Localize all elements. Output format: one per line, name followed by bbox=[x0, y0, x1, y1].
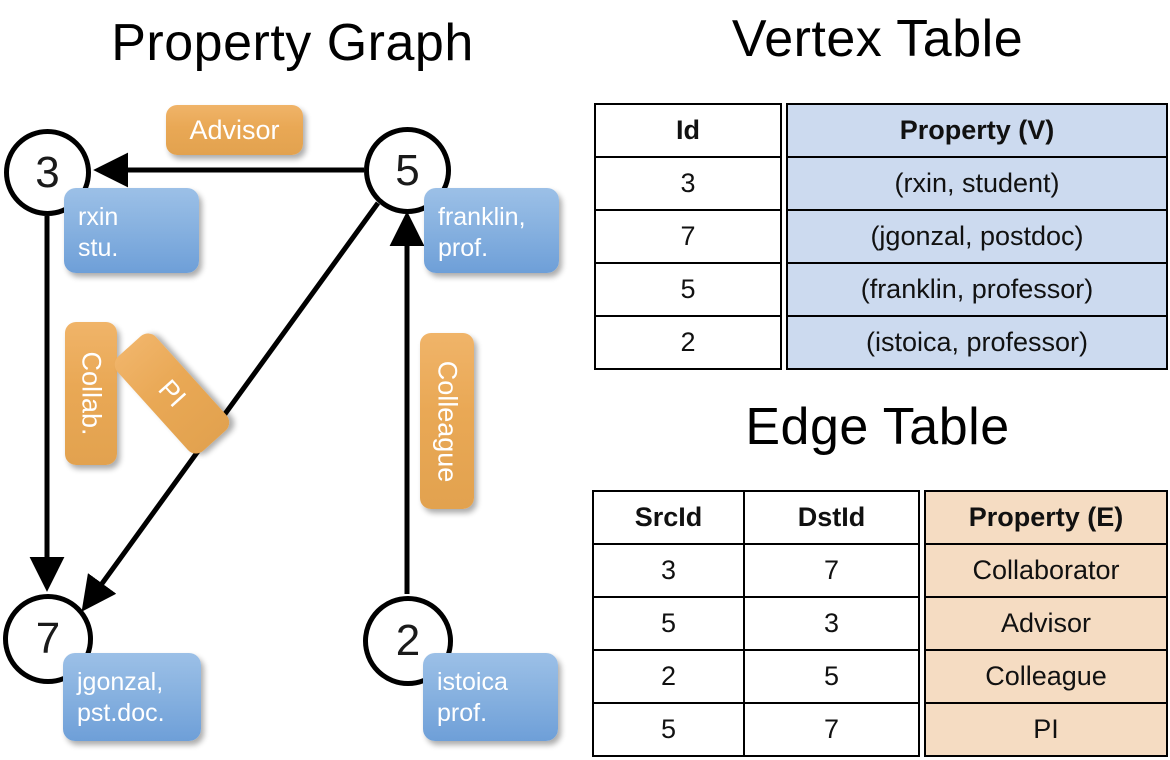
property-graph-diagram: 3 5 7 2 rxin stu. franklin, prof. jgonza… bbox=[3, 105, 559, 741]
vertex-table-title: Vertex Table bbox=[731, 10, 1024, 68]
node-property-box-istoica: istoica prof. bbox=[423, 653, 558, 741]
vertex-table-col-gap bbox=[781, 210, 787, 263]
edge-header-dstid: DstId bbox=[743, 490, 920, 545]
table-row: 5 3 Advisor bbox=[592, 596, 1168, 651]
edge-cell-property: Colleague bbox=[924, 649, 1168, 704]
graph-node-2[interactable]: 2 bbox=[363, 596, 453, 686]
edge-cell-dstid: 7 bbox=[743, 702, 920, 757]
edge-table-col-gap bbox=[919, 597, 925, 650]
table-row: 3 7 Collaborator bbox=[592, 543, 1168, 598]
edge-header-property: Property (E) bbox=[924, 490, 1168, 545]
table-row: 7 (jgonzal, postdoc) bbox=[594, 209, 1168, 264]
edge-table-col-gap bbox=[919, 491, 925, 544]
edge-cell-srcid: 3 bbox=[592, 543, 745, 598]
node-property-box-jgonzal: jgonzal, pst.doc. bbox=[63, 653, 201, 741]
edge-cell-dstid: 5 bbox=[743, 649, 920, 704]
graph-node-5-label: 5 bbox=[395, 145, 420, 195]
table-row: 2 5 Colleague bbox=[592, 649, 1168, 704]
edge-label-collab: Collab. bbox=[65, 322, 117, 465]
table-row: 5 7 PI bbox=[592, 702, 1168, 757]
edge-cell-dstid: 3 bbox=[743, 596, 920, 651]
vertex-cell-id: 2 bbox=[594, 315, 782, 370]
edge-cell-srcid: 5 bbox=[592, 596, 745, 651]
property-graph-title: Property Graph bbox=[111, 14, 474, 72]
edge-table-title: Edge Table bbox=[745, 398, 1010, 456]
vertex-header-id: Id bbox=[594, 103, 782, 158]
edge-cell-srcid: 5 bbox=[592, 702, 745, 757]
edge-label-colleague-text: Colleague bbox=[432, 360, 463, 482]
vertex-table-col-gap bbox=[781, 316, 787, 369]
vertex-cell-property: (franklin, professor) bbox=[786, 262, 1168, 317]
node-property-box-rxin: rxin stu. bbox=[64, 188, 199, 273]
edge-table-col-gap bbox=[919, 650, 925, 703]
node-property-box-franklin: franklin, prof. bbox=[424, 188, 559, 273]
edge-cell-property: Advisor bbox=[924, 596, 1168, 651]
table-row: 3 (rxin, student) bbox=[594, 156, 1168, 211]
vertex-header-property: Property (V) bbox=[786, 103, 1168, 158]
edge-label-collab-text: Collab. bbox=[76, 351, 107, 436]
edge-label-pi-text: PI bbox=[152, 373, 193, 413]
edge-label-colleague: Colleague bbox=[420, 333, 474, 509]
graph-node-7-label: 7 bbox=[35, 614, 61, 663]
edge-label-advisor-text: Advisor bbox=[189, 114, 280, 145]
edge-cell-property: PI bbox=[924, 702, 1168, 757]
graph-node-2-label: 2 bbox=[395, 616, 421, 665]
vertex-table-col-gap bbox=[781, 104, 787, 157]
edge-header-srcid: SrcId bbox=[592, 490, 745, 545]
edge-label-advisor: Advisor bbox=[166, 105, 303, 155]
vertex-table-col-gap bbox=[781, 263, 787, 316]
graph-node-3-label: 3 bbox=[35, 147, 60, 197]
vertex-table-col-gap bbox=[781, 157, 787, 210]
edge-table-header-row: SrcId DstId Property (E) bbox=[592, 490, 1168, 545]
vertex-cell-id: 7 bbox=[594, 209, 782, 264]
edge-cell-srcid: 2 bbox=[592, 649, 745, 704]
vertex-table-header-row: Id Property (V) bbox=[594, 103, 1168, 158]
graph-edges-svg bbox=[29, 152, 425, 612]
edge-table-col-gap bbox=[919, 703, 925, 756]
edge-table: SrcId DstId Property (E) 3 7 Collaborato… bbox=[592, 490, 1168, 757]
vertex-cell-property: (rxin, student) bbox=[786, 156, 1168, 211]
edge-table-col-gap bbox=[919, 544, 925, 597]
vertex-cell-id: 3 bbox=[594, 156, 782, 211]
edge-cell-property: Collaborator bbox=[924, 543, 1168, 598]
vertex-cell-id: 5 bbox=[594, 262, 782, 317]
edge-5-to-7-pi bbox=[81, 201, 381, 612]
vertex-table: Id Property (V) 3 (rxin, student) 7 (jgo… bbox=[594, 103, 1168, 370]
vertex-cell-property: (jgonzal, postdoc) bbox=[786, 209, 1168, 264]
table-row: 2 (istoica, professor) bbox=[594, 315, 1168, 370]
table-row: 5 (franklin, professor) bbox=[594, 262, 1168, 317]
edge-cell-dstid: 7 bbox=[743, 543, 920, 598]
vertex-cell-property: (istoica, professor) bbox=[786, 315, 1168, 370]
